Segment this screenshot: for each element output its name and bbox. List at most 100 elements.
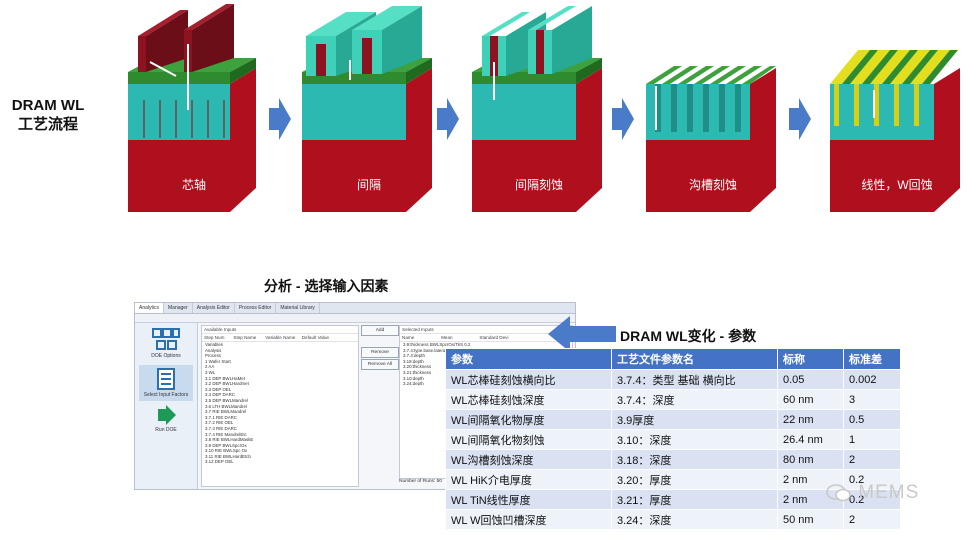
cell-nominal: 2 nm: [777, 469, 844, 490]
tab-process-editor[interactable]: Process Editor: [235, 303, 277, 313]
flow-title-line1: DRAM WL: [11, 97, 85, 114]
selected-input-row[interactable]: 3.24:depth: [403, 381, 424, 387]
cell-parameter: WL HiK介电厚度: [445, 469, 612, 490]
cell-parameter: WL沟槽刻蚀深度: [445, 449, 612, 470]
tab-manager[interactable]: Manager: [164, 303, 193, 313]
cell-std-dev: 1: [843, 429, 901, 450]
selected-input-row[interactable]: 3.21:thickness: [403, 369, 432, 375]
selected-inputs-header: Name Mean Standard Devi: [400, 334, 572, 342]
remove-all-button[interactable]: Remove All: [361, 359, 399, 370]
cell-nominal: 60 nm: [777, 389, 844, 410]
wechat-icon: [826, 484, 851, 502]
tab-material-library[interactable]: Material Library: [276, 303, 320, 313]
available-input-row[interactable]: 3.10 RIE BWLSpc Ox: [205, 448, 248, 454]
analysis-title: 分析 - 选择输入因素: [264, 278, 389, 294]
col-default-value: Default Value: [301, 335, 329, 340]
cell-process-param-name: 3.20：厚度: [611, 469, 778, 490]
process-block-spacer: 间隔: [302, 0, 436, 215]
flow-title-line2: 工艺流程: [17, 116, 78, 133]
cell-process-param-name: 3.18：深度: [611, 449, 778, 470]
available-input-row[interactable]: 3.6 LTH BWLMandrel: [205, 403, 247, 409]
software-sidebar: DOE Options Select Input Factors Run DOE: [135, 323, 198, 489]
select-input-factors-label: Select Input Factors: [143, 392, 189, 398]
software-tab-bar: Analytics Manager Analysis Editor Proces…: [135, 303, 575, 314]
selected-input-row[interactable]: 3.18:depth: [403, 358, 424, 364]
available-input-row[interactable]: 3.7.1 RIE DARC: [205, 414, 237, 420]
step-label-mandrel: 芯轴: [181, 178, 206, 192]
software-toolbar: [135, 314, 575, 323]
selected-input-row[interactable]: 3.9:thickness BWLSpcrOx/TkS 0.2: [403, 342, 471, 347]
cell-std-dev: 2: [843, 509, 901, 530]
available-input-row[interactable]: 3.2 DEP BWLHardmet: [205, 381, 249, 387]
available-input-row[interactable]: 3.11 RIE BWLHardEtcb: [205, 453, 251, 459]
cell-nominal: 50 nm: [777, 509, 844, 530]
available-input-row[interactable]: 3.7.3 RIE DARC: [205, 425, 237, 431]
col-step-num: Step Num: [204, 335, 225, 340]
watermark-text: MEMS: [858, 482, 920, 503]
available-input-row[interactable]: 3.12 DEP OEL: [205, 459, 234, 465]
doe-options-button[interactable]: DOE Options: [135, 327, 197, 359]
selected-input-row[interactable]: 3.10:depth: [403, 375, 424, 381]
add-button[interactable]: Add: [361, 325, 399, 336]
cell-process-param-name: 3.7.4：类型 基础 横向比: [611, 369, 778, 390]
available-input-row[interactable]: Variables: [205, 342, 223, 347]
available-input-row[interactable]: 3.9 DEP BWLSpcrOx: [205, 442, 247, 448]
watermark: MEMS: [826, 482, 919, 504]
available-input-row[interactable]: 1 Wafer Start: [205, 358, 231, 364]
header-parameter: 参数: [445, 348, 612, 370]
process-block-spacer-etch: 间隔刻蚀: [472, 0, 606, 215]
col-variable-name: Variable Name: [265, 335, 296, 340]
available-input-row[interactable]: 3.7 RIE BWLMandrel: [205, 409, 247, 415]
available-input-row[interactable]: Process: [205, 353, 221, 359]
flow-arrow-icon: [269, 98, 291, 140]
run-doe-button[interactable]: Run DOE: [135, 405, 197, 433]
available-input-row[interactable]: 3.7.4 RIE MandrelEtc: [205, 431, 247, 437]
available-input-row[interactable]: 3.8 RIE BWLHardMaskE: [205, 437, 254, 443]
available-input-row[interactable]: 3.1 DEP BWLHaMet: [205, 375, 245, 381]
cell-process-param-name: 3.9厚度: [611, 409, 778, 430]
select-input-factors-button[interactable]: Select Input Factors: [139, 365, 193, 401]
cell-nominal: 80 nm: [777, 449, 844, 470]
available-input-row[interactable]: 3.7.2 RIE OEL: [205, 420, 234, 426]
run-doe-label: Run DOE: [155, 427, 177, 433]
cell-std-dev: 0.5: [843, 409, 901, 430]
remove-button[interactable]: Remove: [361, 347, 399, 358]
col-standard-deviation: Standard Devi: [479, 335, 509, 340]
selected-inputs-title: Selected Inputs: [400, 326, 572, 334]
col-name: Name: [402, 335, 415, 340]
selected-input-row[interactable]: 3.7.4:depth: [403, 353, 425, 359]
tab-analysis-editor[interactable]: Analysis Editor: [193, 303, 235, 313]
col-step-name: Step Name: [233, 335, 257, 340]
step-label-liner-w-recess: 线性，W回蚀: [861, 178, 933, 192]
available-input-row[interactable]: 3 WL: [205, 369, 216, 375]
available-input-row[interactable]: 3.4 DEP DARC: [205, 392, 235, 398]
run-arrow-icon: [158, 405, 176, 425]
available-inputs-header: Step Num Step Name Variable Name Default…: [202, 334, 358, 342]
available-input-row[interactable]: 2 AA: [205, 364, 215, 370]
process-block-trench-etch: 沟槽刻蚀: [646, 0, 780, 215]
doe-options-label: DOE Options: [151, 353, 181, 359]
doe-options-icon: [152, 328, 180, 350]
col-mean: Mean: [441, 335, 453, 340]
step-label-spacer-etch: 间隔刻蚀: [514, 178, 563, 192]
available-input-row[interactable]: 3.5 DEP BWLMandrel: [205, 397, 248, 403]
available-input-row[interactable]: 3.3 DEP OEL: [205, 386, 232, 392]
process-block-liner-w-recess: 线性，W回蚀: [830, 0, 964, 215]
header-nominal: 标称: [777, 348, 844, 370]
cell-nominal: 26.4 nm: [777, 429, 844, 450]
parameter-table-header: 参数 工艺文件参数名 标称 标准差: [445, 348, 901, 370]
cell-process-param-name: 3.7.4：深度: [611, 389, 778, 410]
cell-nominal: 22 nm: [777, 409, 844, 430]
available-input-row[interactable]: Analysis: [205, 347, 222, 353]
cell-parameter: WL W回蚀凹槽深度: [445, 509, 612, 530]
tab-analytics[interactable]: Analytics: [135, 303, 165, 313]
cell-parameter: WL间隔氧化物厚度: [445, 409, 612, 430]
cell-std-dev: 3: [843, 389, 901, 410]
selected-input-row[interactable]: 3.20:thickness: [403, 364, 432, 370]
cell-process-param-name: 3.10：深度: [611, 429, 778, 450]
